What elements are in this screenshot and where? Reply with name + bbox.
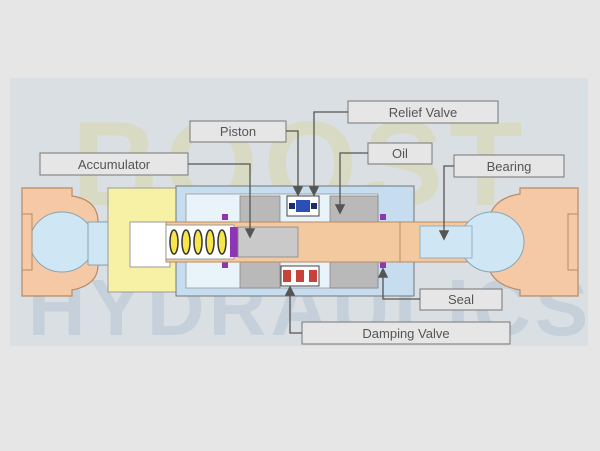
callout-relief-valve: Relief Valve — [308, 100, 499, 197]
piston-label: Piston — [220, 124, 256, 139]
piston-block-bottom-left — [239, 261, 281, 289]
bearing-label: Bearing — [487, 159, 532, 174]
callout-oil: Oil — [334, 142, 433, 215]
callout-piston: Piston — [189, 120, 304, 197]
accumulator-piston — [129, 221, 171, 268]
callout-bearing: Bearing — [438, 154, 565, 241]
piston-block-top-left — [239, 195, 281, 223]
damping-valve-label: Damping Valve — [362, 326, 449, 341]
relief-valve — [286, 195, 320, 217]
left-bearing-ball — [29, 211, 95, 273]
relief-valve-label: Relief Valve — [389, 105, 457, 120]
accumulator-label: Accumulator — [78, 157, 151, 172]
callout-damping-valve: Damping Valve — [284, 285, 511, 345]
seal-top-left — [222, 214, 228, 220]
seal-top-right — [380, 214, 386, 220]
piston-block-top-right — [329, 195, 379, 223]
piston-block-bottom-right — [329, 261, 379, 289]
inner-rod-chamber — [237, 226, 299, 258]
seal-bottom-right — [380, 262, 386, 268]
spring-end-plate — [230, 227, 238, 257]
callout-seal: Seal — [377, 267, 503, 311]
oil-label: Oil — [392, 146, 408, 161]
damping-valve — [280, 265, 320, 287]
callout-accumulator: Accumulator — [39, 152, 256, 239]
seal-label: Seal — [448, 292, 474, 307]
spring-coils — [169, 229, 227, 255]
seal-bottom-left — [222, 262, 228, 268]
